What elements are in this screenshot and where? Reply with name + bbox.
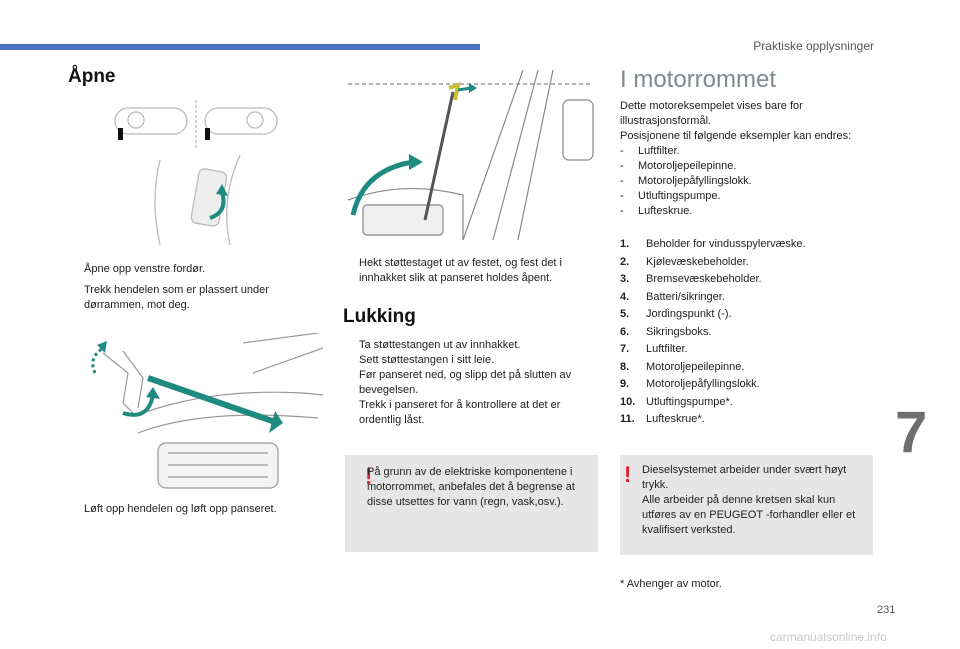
diesel-warning-note: ! Dieselsystemet arbeider under svært hø…: [620, 455, 873, 555]
engine-intro-3: Posisjonene til følgende eksempler kan e…: [620, 130, 852, 142]
interior-lever-illustration: [114, 100, 278, 246]
dash-item: -Lufteskrue.: [620, 205, 693, 217]
list-item: 7.Luftfilter.: [620, 343, 688, 355]
chapter-number: 7: [895, 400, 928, 465]
dash-item: -Luftfilter.: [620, 145, 680, 157]
hood-strut-illustration: [347, 70, 594, 240]
watermark: carmanualsonline.info: [770, 630, 887, 644]
list-item: 1.Beholder for vindusspylervæske.: [620, 238, 806, 250]
close-step-1: Ta støttestangen ut av innhakket.: [359, 339, 521, 351]
water-warning-note: ! På grunn av de elektriske komponentene…: [345, 455, 598, 552]
section-label: Praktiske opplysninger: [753, 39, 874, 53]
diesel-warning-line-2: Alle arbeider på denne kretsen skal kun …: [642, 494, 856, 536]
warning-icon: !: [624, 462, 632, 487]
close-step-4: Trekk i panseret for å kontrollere at de…: [359, 399, 561, 426]
dash-item: -Motoroljepåfyllingslokk.: [620, 175, 752, 187]
top-accent-bar: [0, 44, 480, 50]
list-item: 3.Bremsevæskebeholder.: [620, 273, 762, 285]
list-item: 11.Lufteskrue*.: [620, 413, 705, 425]
hood-lift-illustration: [91, 333, 323, 489]
dash-item: -Motoroljepeilepinne.: [620, 160, 737, 172]
list-item: 5.Jordingspunkt (-).: [620, 308, 732, 320]
list-item: 8.Motoroljepeilepinne.: [620, 360, 745, 373]
close-step-2: Sett støttestangen i sitt leie.: [359, 354, 495, 366]
component-list: 1.Beholder for vindusspylervæske. 2.Kjøl…: [620, 236, 880, 429]
engine-title: I motorrommet: [620, 66, 777, 93]
diesel-warning-line-1: Dieselsystemet arbeider under svært høyt…: [642, 464, 847, 491]
open-step-lift: Løft opp hendelen og løft opp panseret.: [84, 503, 277, 515]
open-step-strut: Hekt støttestaget ut av festet, og fest …: [359, 257, 562, 284]
engine-intro-2: illustrasjonsformål.: [620, 115, 712, 127]
open-step-2: Trekk hendelen som er plassert under dør…: [84, 284, 269, 311]
warning-icon: !: [365, 464, 373, 489]
close-title: Lukking: [343, 306, 416, 327]
list-item: 4.Batteri/sikringer.: [620, 290, 725, 303]
engine-intro-1: Dette motoreksempelet vises bare for: [620, 100, 803, 112]
footnote: * Avhenger av motor.: [620, 578, 722, 590]
open-title: Åpne: [68, 66, 116, 87]
list-item: 10.Utluftingspumpe*.: [620, 395, 733, 408]
open-step-1: Åpne opp venstre fordør.: [84, 263, 206, 275]
page-number: 231: [877, 604, 896, 616]
list-item: 6.Sikringsboks.: [620, 325, 712, 338]
list-item: 9.Motoroljepåfyllingslokk.: [620, 378, 760, 390]
water-warning-text: På grunn av de elektriske komponentene i…: [367, 466, 575, 508]
list-item: 2.Kjølevæskebeholder.: [620, 255, 749, 268]
close-step-3: Før panseret ned, og slipp det på slutte…: [359, 369, 572, 396]
dash-item: -Utluftingspumpe.: [620, 190, 721, 202]
